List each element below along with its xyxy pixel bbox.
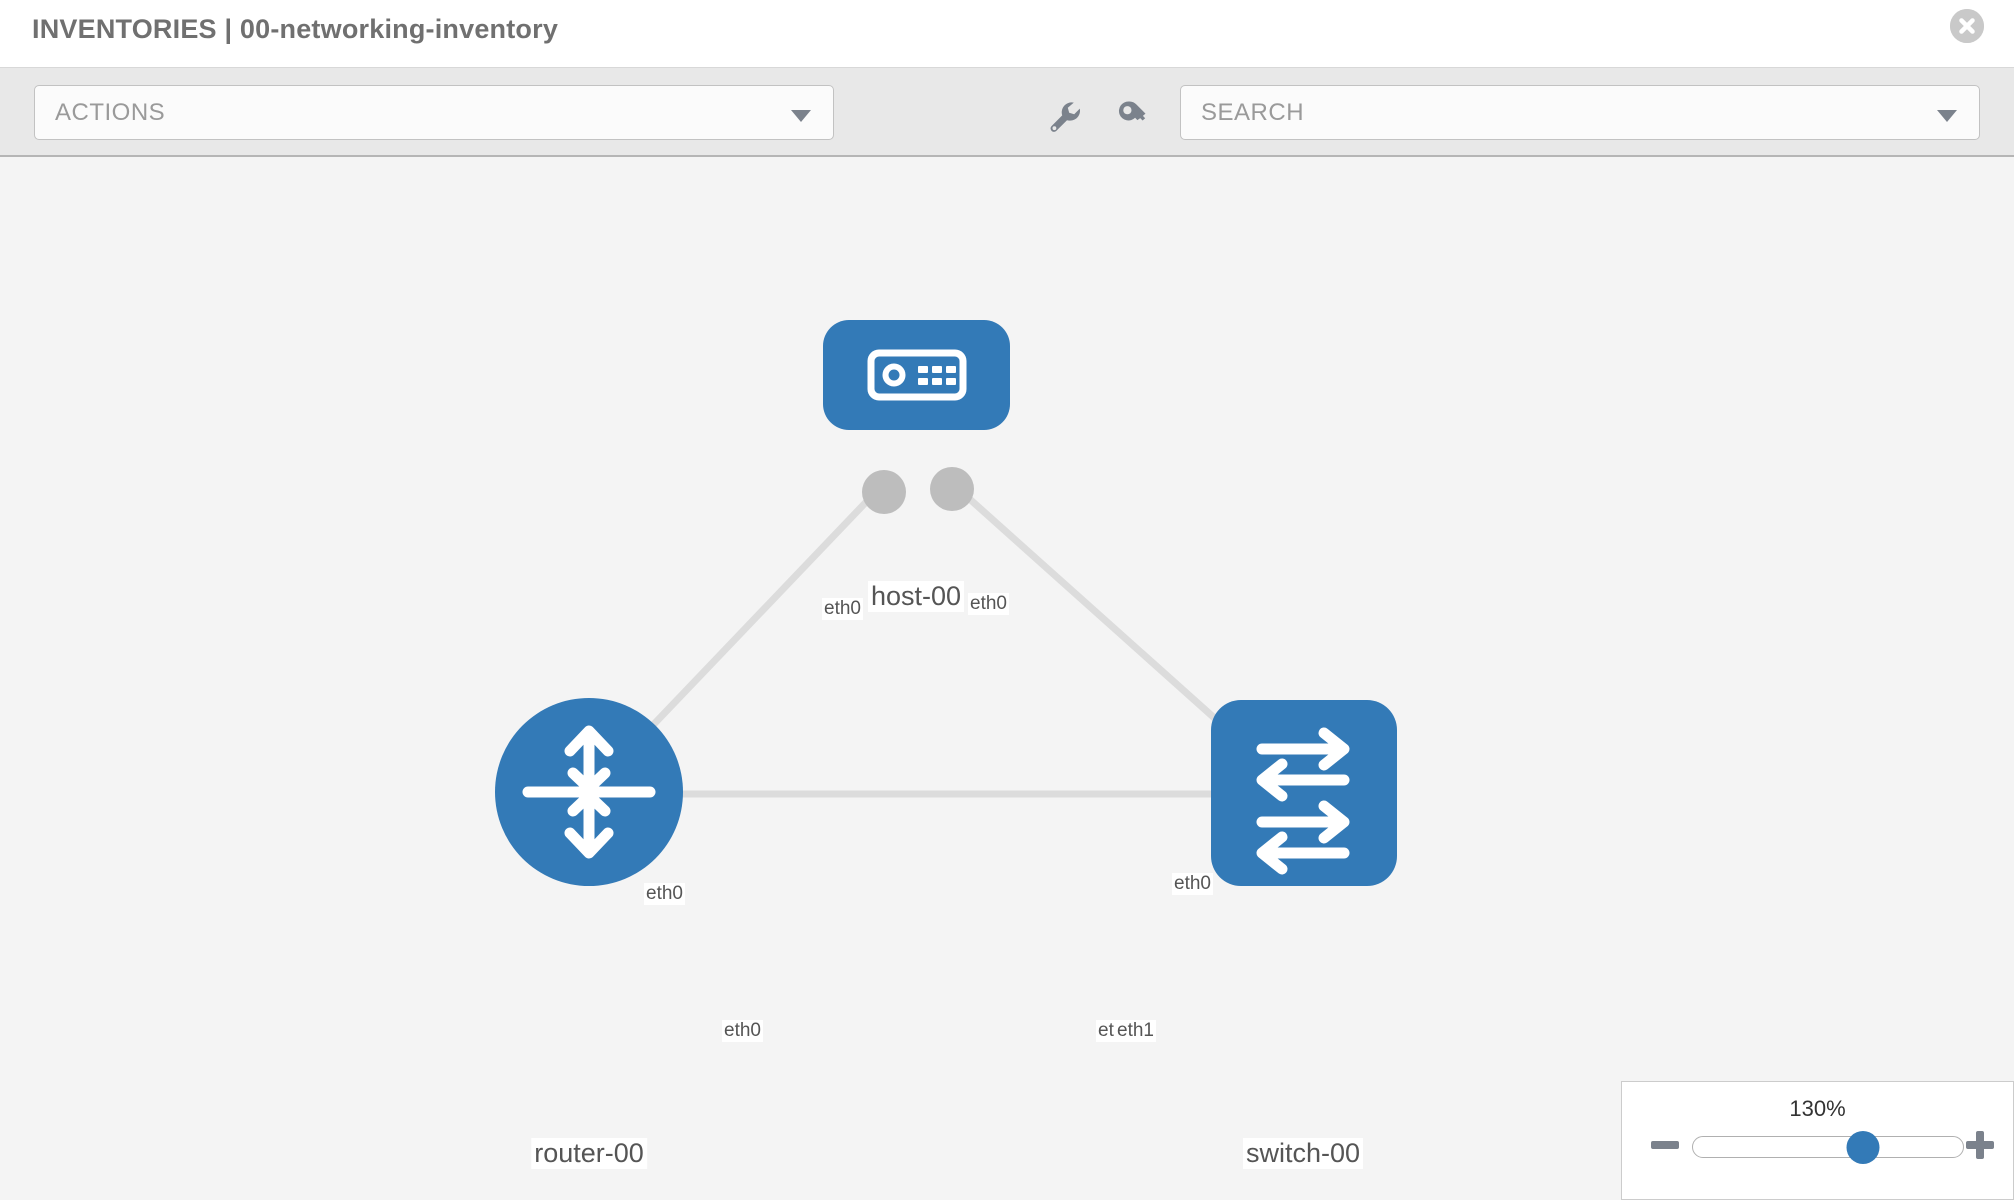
link-router-host [610, 474, 893, 770]
link-layer [610, 474, 1261, 798]
iface-host-left: eth0 [822, 598, 863, 620]
iface-router-uplink: eth0 [644, 883, 685, 905]
node-label-switch-00: switch-00 [1242, 1138, 1364, 1169]
search-input[interactable]: SEARCH [1180, 85, 1980, 140]
chevron-down-icon [791, 110, 811, 122]
zoom-control-panel: 130% [1621, 1081, 2014, 1200]
zoom-level-label: 130% [1789, 1096, 1846, 1121]
zoom-out-button[interactable] [1648, 1128, 1682, 1162]
iface-host-right: eth0 [968, 593, 1009, 615]
iface-router-lan: eth0 [722, 1020, 763, 1042]
close-icon[interactable] [1950, 9, 1984, 43]
topology-graph [495, 320, 1397, 886]
page-header: INVENTORIES | 00-networking-inventory [0, 0, 2014, 68]
node-router-00[interactable] [495, 698, 683, 886]
chevron-down-icon [1937, 110, 1957, 122]
stub-layer [618, 467, 1274, 816]
node-label-router-00: router-00 [531, 1138, 647, 1169]
stub-host-left [862, 470, 906, 514]
server-icon [867, 349, 967, 401]
switch-icon [1256, 727, 1350, 875]
stub-host-right [930, 467, 974, 511]
zoom-slider[interactable] [1692, 1131, 1964, 1164]
search-placeholder: SEARCH [1201, 99, 1305, 126]
page-title: INVENTORIES | 00-networking-inventory [32, 14, 559, 44]
iface-switch-lan-b: eth1 [1115, 1020, 1156, 1042]
link-host-switch [942, 474, 1261, 760]
wrench-icon[interactable] [1044, 96, 1084, 136]
node-host-00[interactable] [823, 320, 1010, 430]
router-icon [522, 725, 656, 859]
actions-dropdown[interactable]: ACTIONS [34, 85, 834, 140]
zoom-in-button[interactable] [1963, 1128, 1997, 1162]
topology-canvas[interactable]: host-00 router-00 switch-00 eth0 eth0 et… [0, 157, 2014, 1200]
toolbar: ACTIONS SEARCH [0, 68, 2014, 157]
zoom-slider-handle[interactable] [1846, 1131, 1880, 1164]
actions-dropdown-label: ACTIONS [55, 99, 166, 126]
key-icon[interactable] [1112, 96, 1152, 136]
iface-switch-uplink: eth0 [1172, 873, 1213, 895]
node-label-host-00: host-00 [867, 581, 965, 612]
node-switch-00[interactable] [1211, 700, 1397, 886]
